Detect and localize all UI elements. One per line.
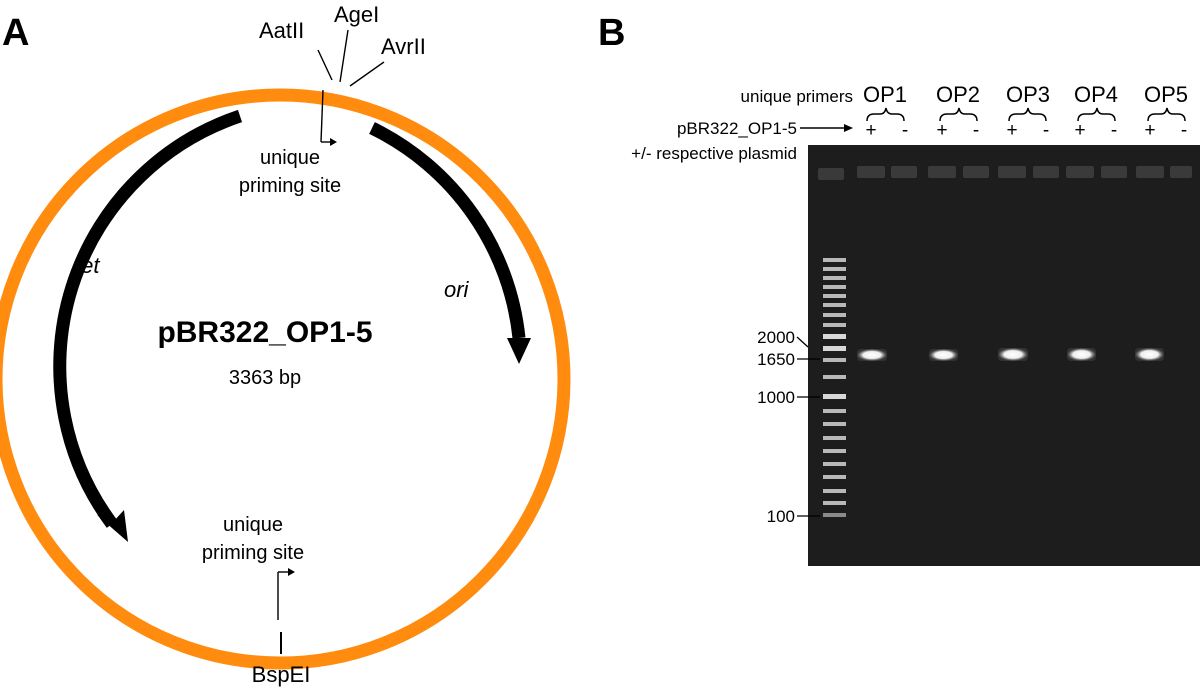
row-label-primers: unique primers xyxy=(741,87,853,106)
plus-sign: + xyxy=(1144,120,1155,141)
priming-site-bottom-line2: priming site xyxy=(202,542,304,564)
marker-ticks xyxy=(796,336,820,517)
priming-site-top-line1: unique xyxy=(260,147,320,169)
plasmid-backbone xyxy=(0,88,571,670)
tet-label: tet xyxy=(75,253,100,278)
row-label-template: pBR322_OP1-5 xyxy=(677,119,797,138)
group-brace xyxy=(866,107,905,122)
band-op3 xyxy=(998,348,1028,361)
group-name: OP4 xyxy=(1074,82,1118,107)
group-name: OP2 xyxy=(936,82,980,107)
plus-sign: + xyxy=(1074,120,1085,141)
minus-sign: - xyxy=(1043,120,1049,141)
plus-sign: + xyxy=(1006,120,1017,141)
group-op4: OP4 + - xyxy=(1074,82,1118,141)
group-brace xyxy=(1147,107,1186,122)
group-brace xyxy=(1008,107,1047,122)
marker-100: 100 xyxy=(767,507,795,526)
minus-sign: - xyxy=(902,120,908,141)
plasmid-size: 3363 bp xyxy=(229,367,301,389)
panel-a-label: A xyxy=(2,12,29,54)
panel-b-label: B xyxy=(598,12,625,54)
plasmid-name: pBR322_OP1-5 xyxy=(157,316,372,349)
site-bspei-label: BspEI xyxy=(252,662,311,687)
marker-1650: 1650 xyxy=(757,350,795,369)
group-op1: OP1 + - xyxy=(863,82,908,141)
group-op3: OP3 + - xyxy=(1006,82,1050,141)
site-avrii-label: AvrII xyxy=(381,34,426,59)
plus-sign: + xyxy=(865,120,876,141)
site-agei-label: AgeI xyxy=(334,2,379,27)
band-op2 xyxy=(929,349,958,361)
group-brace xyxy=(939,107,978,122)
dna-ladder xyxy=(823,258,846,517)
tet-gene-arrow xyxy=(53,109,243,542)
site-aatii-label: AatII xyxy=(259,18,304,43)
minus-sign: - xyxy=(1181,120,1187,141)
pcr-bands xyxy=(857,348,1164,361)
gel-wells xyxy=(818,166,1192,180)
site-connector-lines xyxy=(317,29,385,146)
minus-sign: - xyxy=(973,120,979,141)
band-op1 xyxy=(857,349,887,361)
marker-2000: 2000 xyxy=(757,328,795,347)
gel-image xyxy=(808,145,1200,566)
priming-site-bottom-line1: unique xyxy=(223,514,283,536)
priming-site-top-line2: priming site xyxy=(239,175,341,197)
band-op4 xyxy=(1067,348,1096,361)
band-op5 xyxy=(1135,348,1164,361)
group-op2: OP2 + - xyxy=(936,82,980,141)
group-name: OP5 xyxy=(1144,82,1188,107)
group-op5: OP5 + - xyxy=(1144,82,1188,141)
group-name: OP3 xyxy=(1006,82,1050,107)
bspei-connector xyxy=(277,568,295,654)
template-arrow xyxy=(800,124,853,132)
plus-sign: + xyxy=(936,120,947,141)
panel-a: A tet ori pBR322_OP1-5 3363 bp AatII Age… xyxy=(0,2,571,687)
minus-sign: - xyxy=(1111,120,1117,141)
panel-b: B unique primers pBR322_OP1-5 +/- respec… xyxy=(598,12,1200,566)
marker-1000: 1000 xyxy=(757,388,795,407)
row-label-plasmid: +/- respective plasmid xyxy=(631,144,797,163)
group-brace xyxy=(1077,107,1116,122)
ori-gene-arrow xyxy=(369,122,531,364)
group-name: OP1 xyxy=(863,82,907,107)
ori-label: ori xyxy=(444,277,470,302)
